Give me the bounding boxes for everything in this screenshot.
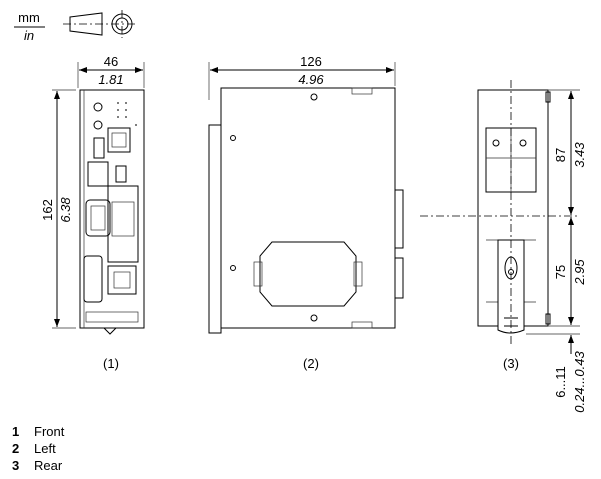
rear-upper-mm: 87 bbox=[553, 148, 568, 162]
front-height-in: 6.38 bbox=[58, 197, 73, 223]
front-width-mm: 46 bbox=[104, 54, 118, 69]
unit-mm: mm bbox=[18, 10, 40, 25]
rear-lower-in: 2.95 bbox=[572, 259, 587, 286]
front-view: 46 1.81 162 6.38 (1) bbox=[40, 54, 145, 371]
unit-in: in bbox=[24, 28, 34, 43]
rear-lower-mm: 75 bbox=[553, 265, 568, 279]
front-view-label: (1) bbox=[103, 356, 119, 371]
rear-view: 87 3.43 75 2.95 6...11 0.24...0.43 (3) bbox=[420, 80, 587, 413]
left-view: 126 4.96 (2) bbox=[208, 54, 404, 371]
rear-view-label: (3) bbox=[503, 356, 519, 371]
rear-clip-mm: 6...11 bbox=[553, 366, 568, 398]
left-width-mm: 126 bbox=[300, 54, 322, 69]
units-indicator: mm in bbox=[14, 10, 45, 43]
projection-symbol-icon bbox=[63, 10, 138, 38]
front-height-mm: 162 bbox=[40, 199, 55, 221]
rear-clip-in: 0.24...0.43 bbox=[572, 351, 587, 413]
rear-upper-in: 3.43 bbox=[572, 142, 587, 168]
left-width-in: 4.96 bbox=[298, 72, 324, 87]
front-width-in: 1.81 bbox=[98, 72, 123, 87]
left-view-label: (2) bbox=[303, 356, 319, 371]
